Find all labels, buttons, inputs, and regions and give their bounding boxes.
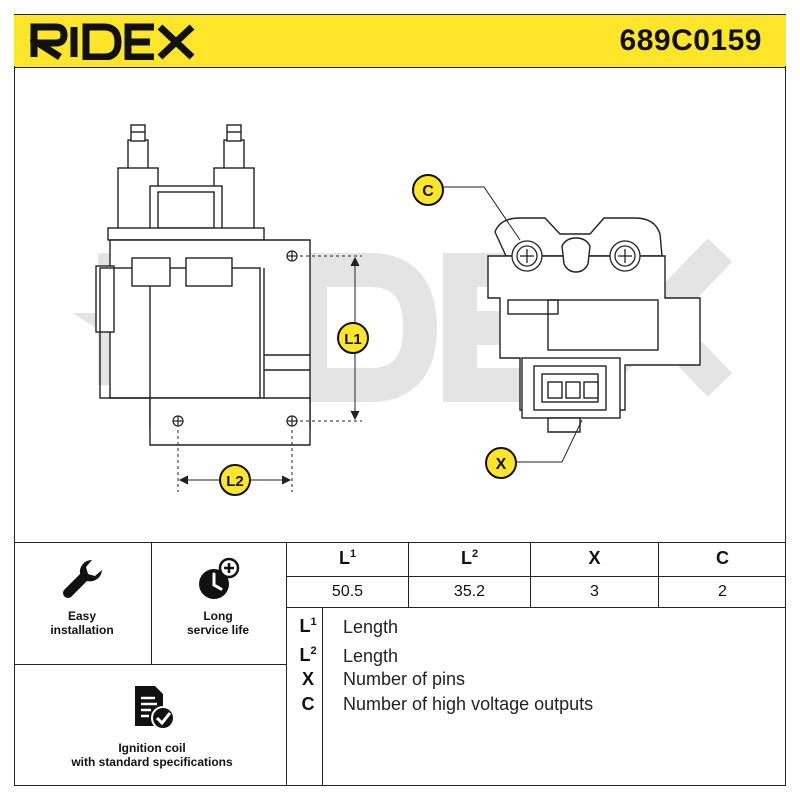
spec-col-1: [408, 542, 409, 607]
clock-plus-icon: [199, 557, 240, 599]
features-divider-2: [286, 542, 287, 786]
wrench-icon: [63, 559, 102, 598]
feature-long-service-life: Long service life: [154, 556, 282, 637]
ridex-logo: [30, 23, 195, 60]
callout-l2-text: L2: [226, 473, 244, 490]
technical-drawing: [72, 124, 733, 492]
spec-value-l2: 35.2: [453, 583, 486, 600]
feature-label-line2: with standard specifications: [71, 755, 233, 769]
legend-key-l2: L2: [299, 645, 317, 665]
coil-front-view: [95, 124, 311, 446]
callout-c-text: C: [422, 183, 434, 200]
legend-divider: [322, 607, 323, 786]
feature-label-line2: service life: [186, 623, 250, 637]
feature-label-line1: Ignition coil: [118, 741, 186, 755]
spec-header-rule: [286, 576, 786, 577]
feature-easy-installation: Easy installation: [18, 556, 146, 637]
legend-key-l1: L1: [299, 616, 317, 636]
hv-outputs: [511, 240, 641, 272]
feature-label-line1: Long: [203, 609, 233, 623]
coil-side-view: [487, 217, 701, 433]
legend-text-x: Number of pins: [343, 669, 466, 689]
callout-l1-badge: L1: [337, 322, 369, 354]
legend-key-c: C: [301, 694, 315, 714]
callout-x-text: X: [496, 456, 507, 473]
callout-l2-badge: L2: [219, 464, 251, 496]
content-frame: [14, 66, 786, 786]
mount-holes: [172, 250, 298, 427]
spec-header-l2: L2: [460, 548, 479, 568]
callout-leaders: [442, 186, 583, 463]
features-row-rule: [14, 664, 286, 665]
spec-header-l1: L1: [338, 548, 357, 568]
spec-value-l1: 50.5: [331, 583, 364, 600]
callout-l1-text: L1: [344, 331, 362, 348]
callout-c-badge: C: [412, 174, 444, 206]
spec-value-c: 2: [718, 583, 727, 600]
legend-text-l1: Length: [343, 617, 399, 637]
legend-text-l2: Length: [343, 646, 399, 666]
table-top-rule: [14, 542, 786, 543]
spec-col-3: [658, 542, 659, 607]
spec-header-x: X: [588, 548, 601, 568]
document-check-icon: [135, 686, 175, 730]
feature-standard-specifications: Ignition coil with standard specificatio…: [30, 682, 274, 769]
header-bar: 689C0159: [14, 14, 786, 68]
spec-header-c: C: [716, 548, 729, 568]
spec-values-rule: [286, 607, 786, 608]
spec-col-2: [530, 542, 531, 607]
spec-value-x: 3: [590, 583, 599, 600]
feature-label-line2: installation: [50, 623, 114, 637]
legend-key-x: X: [301, 669, 314, 689]
callout-x-badge: X: [485, 447, 517, 479]
part-number: 689C0159: [619, 24, 762, 57]
legend-text-c: Number of high voltage outputs: [343, 694, 594, 714]
feature-label-line1: Easy: [67, 609, 97, 623]
features-divider-1: [151, 542, 152, 664]
